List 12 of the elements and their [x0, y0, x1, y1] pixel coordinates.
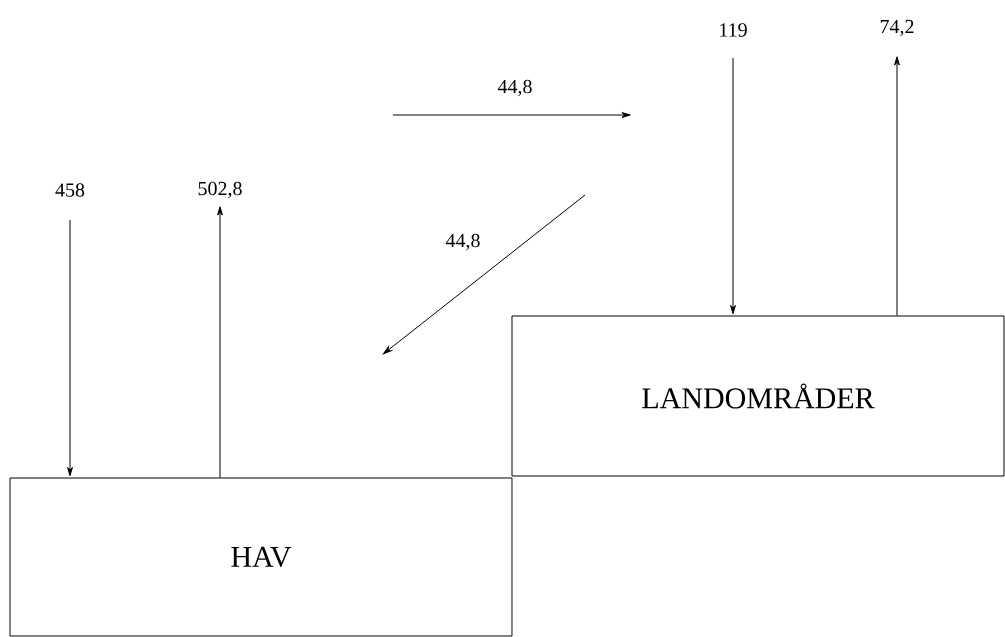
flow-value: 44,8	[497, 79, 532, 97]
arrow	[67, 219, 73, 477]
flow-value: 502,8	[198, 181, 242, 199]
flow-value: 119	[720, 23, 747, 37]
area-box: LANDOMRÅDER	[511, 315, 1005, 477]
area-box: HAV	[9, 477, 513, 637]
flow-value: 458	[55, 183, 85, 197]
flow-value: 44,8	[445, 233, 480, 251]
arrow	[894, 56, 900, 316]
arrow	[217, 206, 223, 478]
arrow	[730, 57, 736, 315]
flow-value: 74,2	[880, 19, 914, 37]
